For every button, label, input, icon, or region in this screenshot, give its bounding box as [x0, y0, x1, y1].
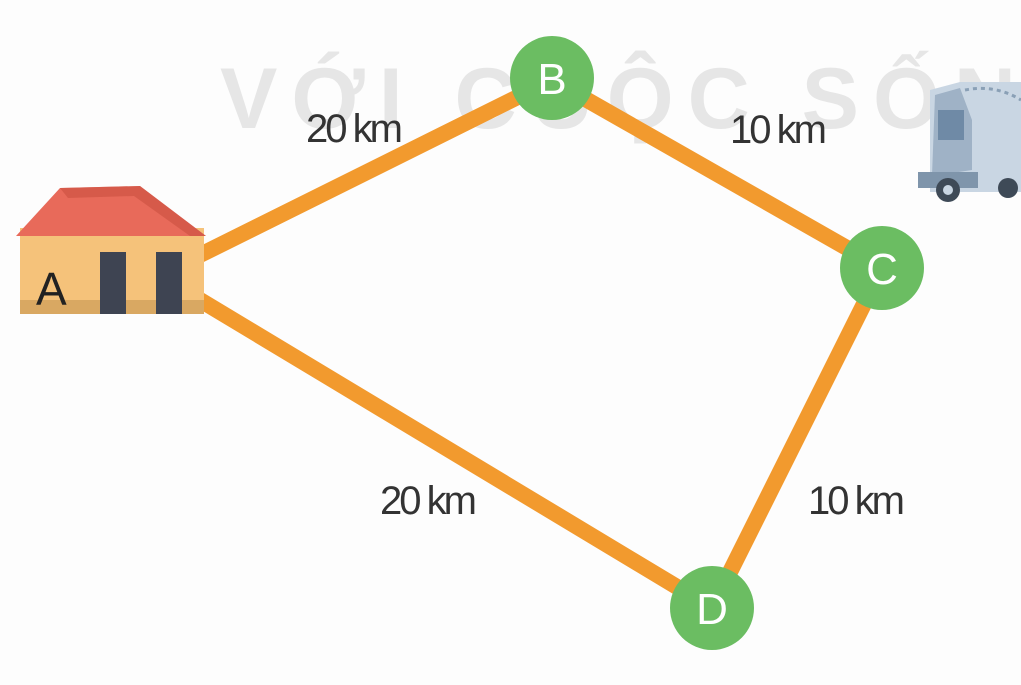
node-c-label: C	[866, 245, 898, 294]
watermark-text: VỚI CUỘC SỐNG	[220, 51, 1021, 147]
road-d-c	[704, 260, 890, 616]
road-a-d	[192, 292, 720, 616]
house-door-2	[156, 252, 182, 314]
house-door-1	[100, 252, 126, 314]
edge-label-d-c: 10 km	[808, 479, 903, 523]
node-d: D	[670, 566, 754, 650]
node-d-label: D	[696, 585, 728, 634]
edge-label-a-b: 20 km	[306, 107, 401, 151]
node-c: C	[840, 226, 924, 310]
truck-icon	[918, 82, 1021, 202]
node-b: B	[510, 36, 594, 120]
edge-label-a-d: 20 km	[380, 479, 475, 523]
road-a-b	[192, 72, 560, 263]
edge-label-b-c: 10 km	[730, 108, 825, 152]
node-a-label: A	[36, 263, 67, 315]
road-b-c	[544, 72, 890, 276]
node-b-label: B	[537, 55, 566, 104]
house-icon: A	[16, 186, 206, 315]
